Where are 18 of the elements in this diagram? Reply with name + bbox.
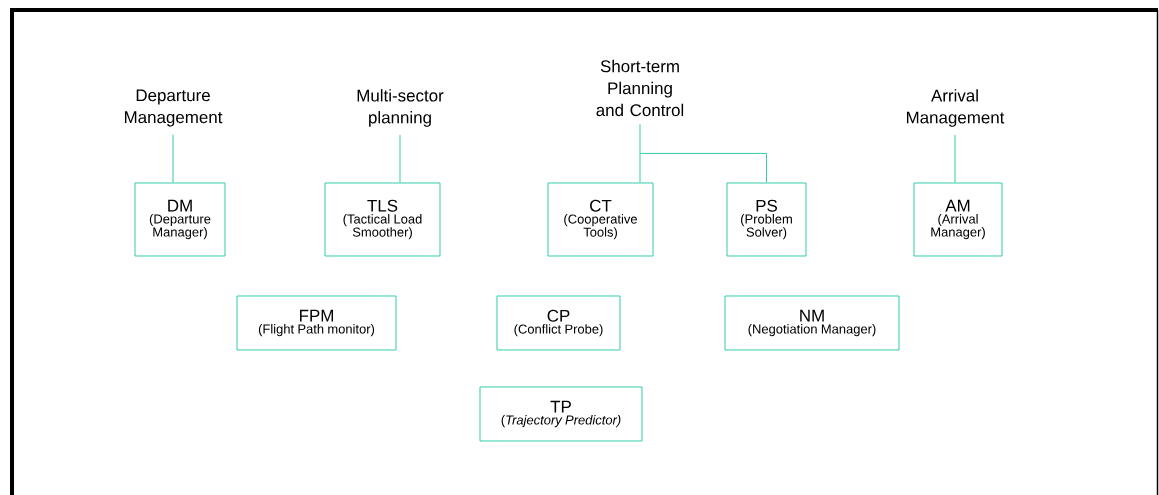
module-box: FPM (Flight Path monitor) [236, 295, 397, 351]
module-box: NM (Negotiation Manager) [724, 295, 900, 351]
module-box: DM (Departure Manager) [134, 182, 226, 257]
connector-line [954, 134, 956, 183]
heading-text: Arrival Management [906, 89, 1005, 127]
module-box: AM (Arrival Manager) [913, 182, 1003, 257]
connector-line [172, 134, 174, 183]
module-box: PS (Problem Solver) [726, 182, 807, 257]
heading-text: Short-term Planning and Control [596, 59, 684, 117]
module-box: CP (Conflict Probe) [496, 295, 621, 351]
heading-text: Multi-sector planning [357, 89, 444, 127]
connector-line [399, 134, 401, 183]
module-box: TLS (Tactical Load Smoother) [324, 182, 441, 257]
heading-text: Departure Management [124, 89, 223, 127]
connector-line [639, 123, 641, 183]
module-box: TP (Trajectory Predictor) [479, 386, 643, 442]
module-box: CT (Cooperative Tools) [547, 182, 654, 257]
connector-line [639, 152, 767, 183]
